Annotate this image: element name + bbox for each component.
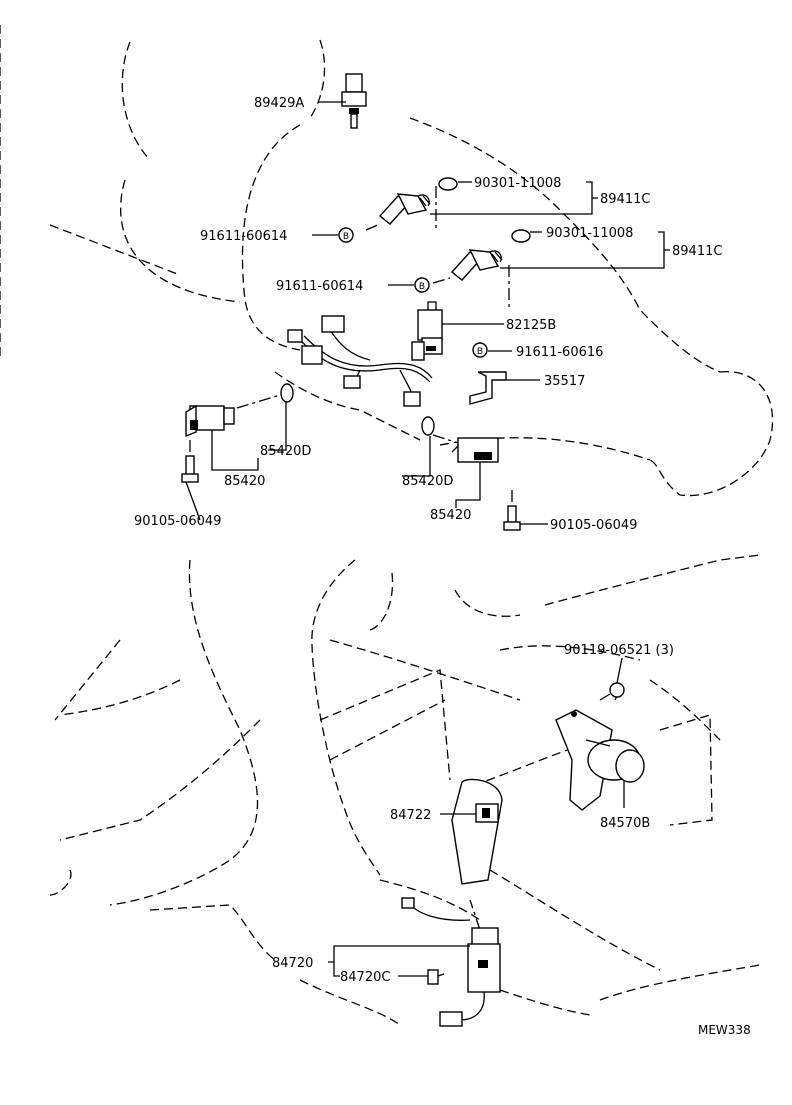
sensor-89411c-upper-icon bbox=[378, 177, 458, 225]
label-85420d-left: 85420D bbox=[260, 444, 311, 459]
bracket-35517-icon bbox=[469, 371, 507, 405]
lower-body-outline bbox=[49, 554, 761, 1026]
label-89429a: 89429A bbox=[254, 96, 304, 111]
label-90105-06049-right: 90105-06049 bbox=[550, 518, 637, 533]
svg-text:B: B bbox=[343, 232, 349, 242]
label-90119-06521: 90119-06521 (3) bbox=[564, 643, 674, 658]
label-91611-60614-upper: 91611-60614 bbox=[200, 229, 287, 244]
label-89411c-upper: 89411C bbox=[600, 192, 650, 207]
label-85420-right: 85420 bbox=[430, 508, 471, 523]
label-85420-left: 85420 bbox=[224, 474, 265, 489]
label-91611-60616: 91611-60616 bbox=[516, 345, 603, 360]
washer-85420d-right-icon bbox=[421, 416, 435, 436]
svg-text:B: B bbox=[477, 347, 483, 357]
label-90105-06049-left: 90105-06049 bbox=[134, 514, 221, 529]
label-90301-11008-upper: 90301-11008 bbox=[474, 176, 561, 191]
callout-lines bbox=[185, 101, 670, 977]
relay-82125b-icon bbox=[411, 301, 443, 361]
part-labels: 89429A 90301-11008 89411C 91611-60614 90… bbox=[134, 96, 751, 1037]
bolt-symbol-1: B bbox=[338, 227, 354, 243]
label-84720: 84720 bbox=[272, 956, 313, 971]
label-90301-11008-lower: 90301-11008 bbox=[546, 226, 633, 241]
label-35517: 35517 bbox=[544, 374, 585, 389]
sensor-89411c-lower-icon bbox=[450, 229, 531, 281]
sensor-89429a-icon bbox=[341, 73, 367, 129]
wire-harness-icon bbox=[287, 315, 433, 407]
bolt-symbol-2: B bbox=[414, 277, 430, 293]
washer-85420d-left-icon bbox=[280, 383, 294, 403]
screw-84720c-icon bbox=[427, 969, 445, 985]
label-85420d-right: 85420D bbox=[402, 474, 453, 489]
upper-body-outline bbox=[0, 25, 774, 497]
label-89411c-lower: 89411C bbox=[672, 244, 722, 259]
label-84720c: 84720C bbox=[340, 970, 390, 985]
switch-84720-icon bbox=[401, 897, 501, 1027]
drawing-code: MEW338 bbox=[698, 1023, 751, 1037]
switch-85420-left-icon bbox=[185, 404, 235, 438]
screw-90105-right-icon bbox=[503, 505, 521, 531]
label-91611-60614-lower: 91611-60614 bbox=[276, 279, 363, 294]
actuator-84570b-icon bbox=[555, 709, 645, 811]
label-82125b: 82125B bbox=[506, 318, 556, 333]
screw-90105-left-icon bbox=[181, 455, 199, 483]
switch-84722-icon bbox=[451, 778, 503, 885]
label-84570b: 84570B bbox=[600, 816, 650, 831]
label-84722: 84722 bbox=[390, 808, 431, 823]
screw-90119-icon bbox=[599, 682, 625, 701]
bolt-symbol-3: B bbox=[472, 342, 488, 358]
switch-85420-right-icon bbox=[451, 437, 499, 463]
svg-text:B: B bbox=[419, 282, 425, 292]
